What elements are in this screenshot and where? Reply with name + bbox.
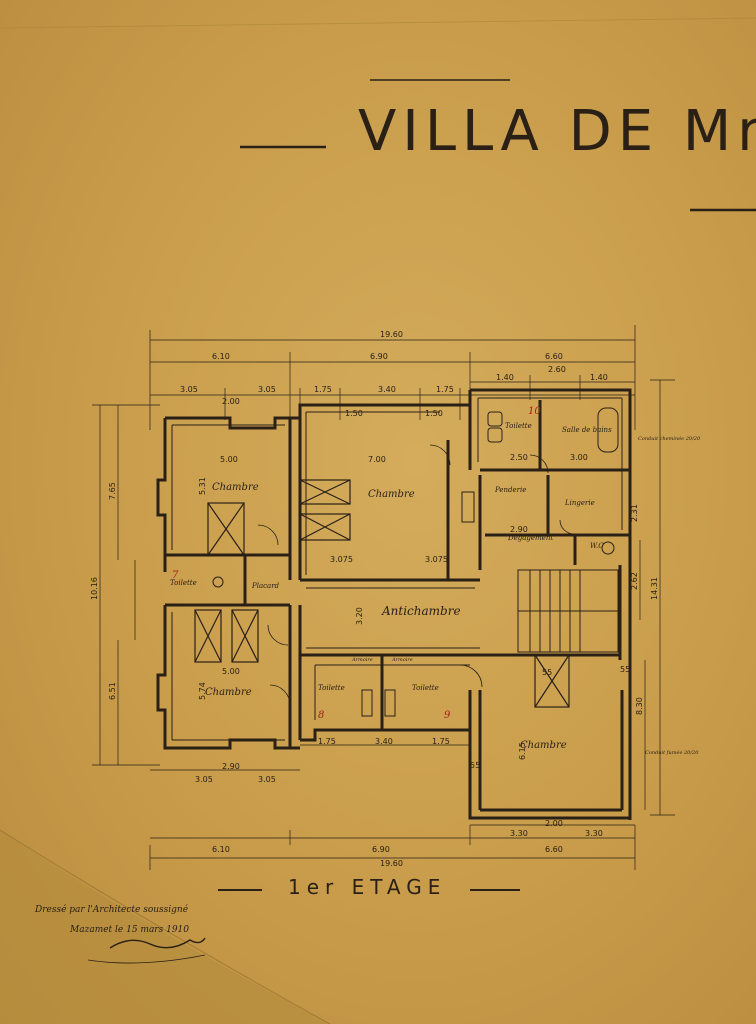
- dim-b-330a: 3.30: [510, 829, 528, 838]
- inner-lines: [171, 397, 623, 741]
- room-armoire-1: Armoire: [351, 657, 373, 663]
- signature-note-line2: Mazamet le 15 mars 1910: [69, 925, 189, 935]
- dim-t-340: 3.40: [378, 385, 396, 394]
- signature-note-line1: Dressé par l'Architecte soussigné: [34, 904, 189, 915]
- room-toilette-s2: Toilette: [412, 684, 439, 692]
- dim-total-top: 19.60: [380, 330, 403, 339]
- room-armoire-2: Armoire: [391, 657, 413, 663]
- room-chambre-nw: Chambre: [212, 482, 259, 493]
- dim-r-262: 2.62: [630, 572, 639, 590]
- dim-t-175a: 1.75: [314, 385, 332, 394]
- room-chambre-center: Chambre: [368, 489, 415, 500]
- dim-in-500a: 5.00: [220, 455, 238, 464]
- room-degagement: Dégagement: [507, 534, 553, 542]
- dim-s-574: 5.74: [198, 682, 207, 700]
- door-swings: [257, 444, 575, 706]
- dim-in-250: 2.50: [510, 453, 528, 462]
- room-placard: Placard: [251, 582, 280, 590]
- room-wc: W.C: [590, 542, 604, 550]
- dim-r-1431: 14.31: [650, 577, 659, 600]
- dim-t-305a: 3.05: [180, 385, 198, 394]
- dim-b-175a: 1.75: [318, 737, 336, 746]
- dim-in-3075b: 3.075: [425, 555, 448, 564]
- marker-8: 8: [318, 710, 324, 721]
- dim-in-500b: 5.00: [222, 667, 240, 676]
- dim-bot-1: 6.10: [212, 845, 230, 854]
- room-toilette-w: Toilette: [170, 579, 197, 587]
- dim-in-3075a: 3.075: [330, 555, 353, 564]
- note-chimney-ne: Conduit cheminée 20/20: [638, 435, 701, 442]
- dim-in-300: 3.00: [570, 453, 588, 462]
- dim-s-55c: 55: [470, 761, 480, 770]
- dim-t-150b: 1.50: [425, 409, 443, 418]
- room-salle-bains: Salle de bains: [562, 426, 612, 434]
- sanitary-fixtures: [212, 407, 619, 717]
- dim-s-55b: 55: [620, 665, 630, 674]
- dim-r-651: 6.51: [108, 682, 117, 700]
- room-chambre-sw: Chambre: [205, 687, 252, 698]
- room-lingerie: Lingerie: [564, 499, 595, 507]
- dim-b-305b: 3.05: [258, 775, 276, 784]
- dim-in-320: 3.20: [355, 607, 364, 625]
- dim-t-150a: 1.50: [345, 409, 363, 418]
- dim-in-700: 7.00: [368, 455, 386, 464]
- dim-top-2: 6.90: [370, 352, 388, 361]
- staircase: [517, 569, 619, 653]
- paper-fold: [0, 830, 330, 1024]
- drawing-title: VILLA DE Mr A: [358, 99, 756, 164]
- marker-10: 10: [528, 406, 541, 417]
- dim-r-830: 8.30: [635, 697, 644, 715]
- marker-9: 9: [444, 710, 451, 721]
- dim-in-290: 2.90: [510, 525, 528, 534]
- room-toilette-s1: Toilette: [318, 684, 345, 692]
- marker-7: 7: [172, 570, 179, 581]
- dim-total-bottom: 19.60: [380, 859, 403, 868]
- architect-signature: [109, 937, 206, 949]
- note-chimney-se: Conduit fumée 20/20: [645, 749, 699, 756]
- dim-b-200: 2.00: [545, 819, 563, 828]
- dim-s-531: 5.31: [198, 477, 207, 495]
- dim-top-1: 6.10: [212, 352, 230, 361]
- dim-bot-2: 6.90: [372, 845, 390, 854]
- dimension-lines: [92, 325, 675, 870]
- dim-b-305a: 3.05: [195, 775, 213, 784]
- dim-s-615: 6.15: [518, 742, 527, 760]
- dim-b-340: 3.40: [375, 737, 393, 746]
- dim-b-330b: 3.30: [585, 829, 603, 838]
- dim-b-290: 2.90: [222, 762, 240, 771]
- dim-t-305b: 3.05: [258, 385, 276, 394]
- dim-bot-3: 6.60: [545, 845, 563, 854]
- dim-r-1016: 10.16: [90, 577, 99, 600]
- dim-r-765: 7.65: [108, 482, 117, 500]
- room-penderie: Penderie: [494, 486, 526, 494]
- room-toilette-ne: Toilette: [505, 422, 532, 430]
- dim-s-55a: 55: [542, 668, 552, 677]
- dim-t-260: 2.60: [548, 365, 566, 374]
- floor-label: 1er ETAGE: [288, 875, 446, 899]
- dim-t-200: 2.00: [222, 397, 240, 406]
- dim-t-175b: 1.75: [436, 385, 454, 394]
- dim-t-140b: 1.40: [590, 373, 608, 382]
- chimney-boxes: [194, 479, 570, 708]
- room-antichambre: Antichambre: [381, 604, 461, 618]
- dim-r-231: 2.31: [630, 504, 639, 522]
- dim-top-3: 6.60: [545, 352, 563, 361]
- dim-t-140: 1.40: [496, 373, 514, 382]
- room-chambre-se: Chambre: [520, 740, 567, 751]
- dim-b-175b: 1.75: [432, 737, 450, 746]
